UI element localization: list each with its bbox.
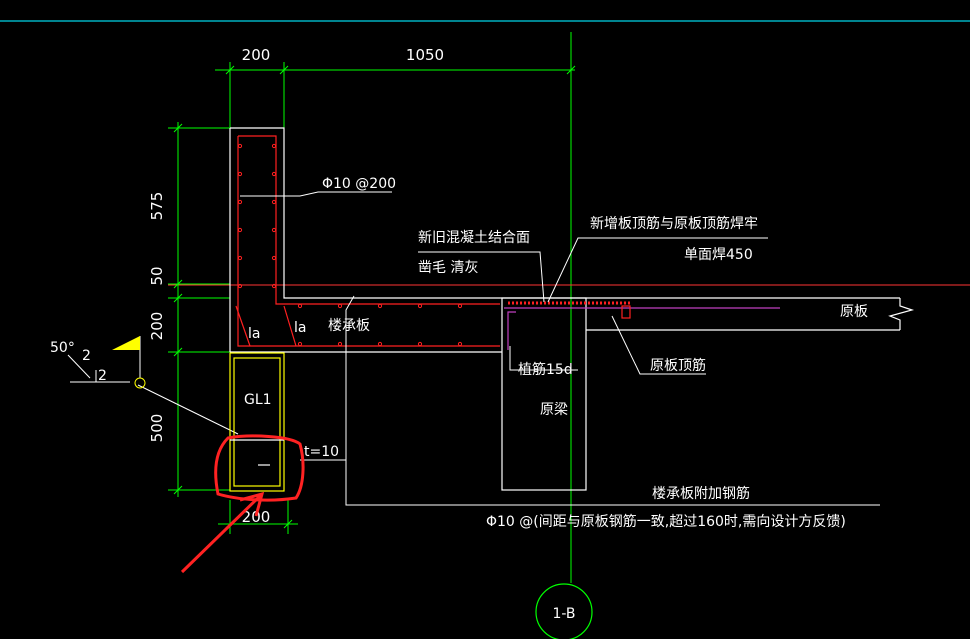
dim-top-span: 1050: [406, 46, 444, 64]
dim-top-width: 200: [242, 46, 271, 64]
additional-note-label: Φ10 @(间距与原板钢筋一致,超过160时,需向设计方反馈): [486, 513, 846, 530]
original-beam-label: 原梁: [540, 402, 568, 418]
rebar-dot: [237, 143, 243, 149]
rebar-dot: [457, 303, 463, 309]
plate-thickness-label: t=10: [304, 444, 339, 460]
dim-h-slab-joint: 50: [148, 266, 166, 285]
rebar-dot: [237, 283, 243, 289]
markup-arrow-head: [239, 491, 265, 517]
grid-bubble: [535, 583, 593, 639]
rebar-dot: [237, 255, 243, 261]
rebar-dot: [271, 227, 277, 233]
dim-h-upper: 575: [148, 192, 166, 221]
rebar-dot: [297, 303, 303, 309]
new-slab-label: 楼承板: [328, 318, 370, 334]
rebar-dot: [237, 199, 243, 205]
interface-label-line1: 新旧混凝土结合面: [418, 230, 530, 246]
rebar-dot: [297, 341, 303, 347]
weld-label-line2: 单面焊450: [684, 247, 753, 263]
lintel-label: GL1: [244, 392, 272, 408]
rebar-dot: [271, 283, 277, 289]
anchor-rebar-label: 植筋15d: [518, 361, 573, 378]
rebar-dot: [237, 227, 243, 233]
additional-bar-label: 楼承板附加钢筋: [652, 485, 750, 502]
rebar-dot: [271, 143, 277, 149]
rebar-dot: [271, 171, 277, 177]
weld-symbol-circle: [134, 377, 146, 389]
review-markup: [180, 434, 305, 574]
rebar-dots: [237, 143, 463, 347]
rebar-dot: [271, 199, 277, 205]
rebar-dot: [337, 341, 343, 347]
dimension-lines: [168, 62, 576, 534]
rebar-dot: [271, 255, 277, 261]
markup-highlight-circle: [214, 434, 305, 502]
weld-size-b-label: 2: [98, 368, 107, 384]
rebar-dot: [417, 341, 423, 347]
original-slab-label: 原板: [840, 304, 868, 320]
lintel-steel: [229, 352, 285, 492]
dim-h-slab: 200: [148, 312, 166, 341]
la-left-label: la: [248, 326, 260, 342]
rebar-dot: [377, 341, 383, 347]
rebar-dot: [377, 303, 383, 309]
rebar-dot: [337, 303, 343, 309]
rebar-dot: [417, 303, 423, 309]
weld-detail: [504, 301, 780, 350]
rebar-dot: [237, 171, 243, 177]
leader-lines: [67, 191, 880, 506]
weld-flag-icon: [112, 336, 140, 350]
interface-label-line2: 凿毛 清灰: [418, 260, 478, 276]
grid-axis: 1-B: [168, 32, 970, 639]
grid-bubble-label: 1-B: [552, 606, 575, 622]
new-rebar: [235, 135, 500, 347]
la-right-label: la: [294, 320, 306, 336]
weld-label-line1: 新增板顶筋与原板顶筋焊牢: [590, 215, 758, 232]
rebar-dot: [457, 341, 463, 347]
original-beam-outline: [501, 297, 587, 491]
original-top-bar-label: 原板顶筋: [650, 357, 706, 374]
markup-arrow-shaft: [180, 492, 264, 574]
new-column-and-slab-outline: [230, 127, 502, 299]
weld-size-a-label: 2: [82, 348, 91, 364]
weld-flag-symbol: [112, 336, 146, 389]
dim-bottom-width: 200: [242, 508, 271, 526]
dim-h-beam: 500: [148, 414, 166, 443]
rebar-spec-label: Φ10 @200: [322, 176, 396, 192]
weld-angle-label: 50°: [50, 340, 75, 356]
slab-break-symbol: [888, 298, 915, 330]
